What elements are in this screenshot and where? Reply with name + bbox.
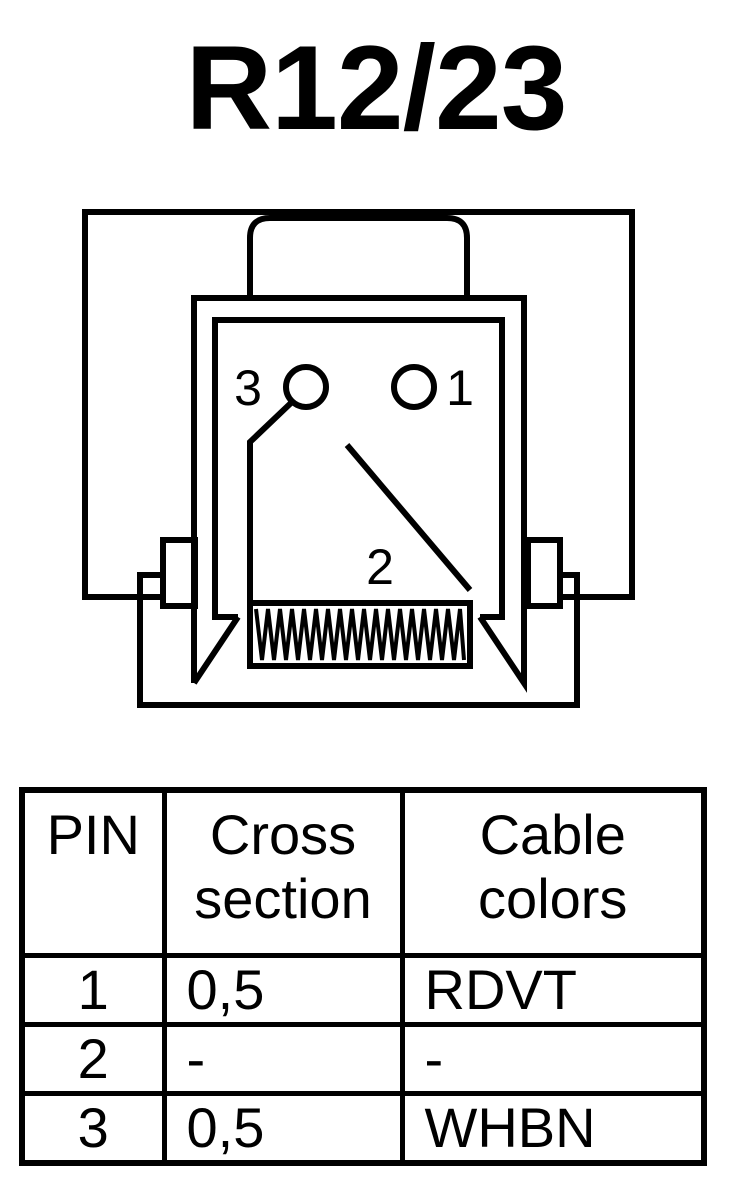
- table-header-row: PIN Cross section Cable colors: [19, 787, 707, 958]
- cross-section-cell: -: [161, 1022, 405, 1096]
- cross-section-cell: 0,5: [161, 1091, 405, 1166]
- pin-label-2: 2: [366, 539, 394, 595]
- connector-diagram: 3 1 2: [82, 209, 635, 708]
- table-row: 3 0,5 WHBN: [19, 1091, 707, 1166]
- page-title: R12/23: [185, 21, 568, 155]
- pin-2-wire: [344, 443, 473, 592]
- top-tab: [247, 215, 470, 297]
- outer-shell-left-foot: [191, 615, 241, 685]
- cable-color-cell: WHBN: [399, 1091, 707, 1166]
- header-cable-colors: Cable colors: [399, 787, 707, 958]
- cross-section-cell: 0,5: [161, 953, 405, 1027]
- housing-outline: [82, 209, 635, 600]
- cable-color-cell: RDVT: [399, 953, 707, 1027]
- pin-3-wire: [247, 399, 295, 603]
- coil-block: [247, 600, 473, 669]
- pin-cell: 3: [19, 1091, 167, 1166]
- left-latch: [160, 537, 198, 609]
- table-row: 2 - -: [19, 1022, 707, 1096]
- right-latch: [525, 537, 563, 609]
- pin-label-3: 3: [234, 360, 262, 416]
- pin-1-hole: [391, 364, 437, 410]
- pin-label-1: 1: [446, 360, 474, 416]
- pin-table: PIN Cross section Cable colors 1 0,5 RDV…: [19, 787, 707, 1166]
- header-pin: PIN: [19, 787, 167, 958]
- inner-shell: [212, 317, 505, 620]
- cable-color-cell: -: [399, 1022, 707, 1096]
- outer-shell: [191, 295, 527, 693]
- pin-cell: 2: [19, 1022, 167, 1096]
- pin-3-hole: [283, 364, 329, 410]
- coil-winding: [254, 608, 466, 661]
- base-plate: [137, 572, 580, 708]
- table-row: 1 0,5 RDVT: [19, 953, 707, 1027]
- pin-cell: 1: [19, 953, 167, 1027]
- header-cross-section: Cross section: [161, 787, 405, 958]
